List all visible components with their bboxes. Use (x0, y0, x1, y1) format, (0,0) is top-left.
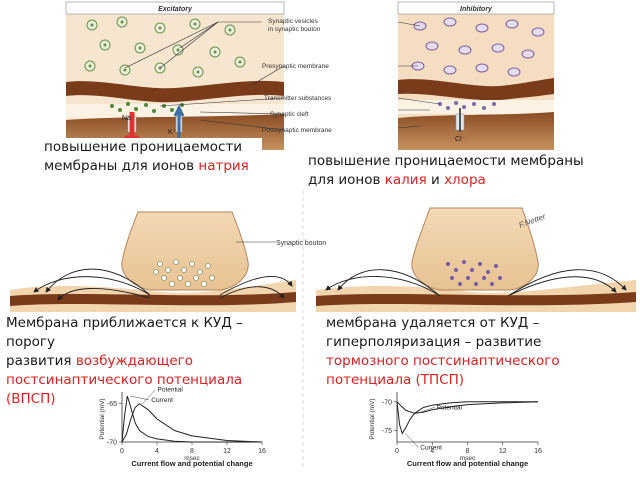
series-line-potential (396, 401, 539, 414)
epsp-caption-line3: развития (6, 353, 76, 369)
vesicles-label-line1: Synaptic vesicles (268, 18, 319, 25)
inhibitory-caption-line1: повышение проницаемости мембраны (308, 153, 584, 169)
series-label-leader (142, 389, 156, 404)
chart-title: Current flow and potential change (407, 459, 528, 468)
synaptic-cleft-label: Synaptic cleft (270, 111, 309, 118)
transmitter-substance (110, 102, 184, 113)
ipsp-caption-line4: потенциала (ТПСП) (326, 372, 465, 388)
chart-title: Current flow and potential change (131, 459, 252, 468)
ipsp-caption-line1: мембрана удаляется от КУД – (326, 315, 540, 331)
y-axis-label: Potential (mV) (99, 398, 106, 439)
presynaptic-membrane (66, 80, 284, 103)
and-word: и (426, 172, 445, 188)
ipsp-caption-line2: гиперполяризация – развитие (326, 334, 542, 350)
y-tick-label: -70 (107, 440, 117, 447)
potassium-word: калия (384, 172, 427, 188)
series-line-current (121, 395, 262, 443)
inhibitory-caption-line2: для ионов (308, 172, 385, 188)
x-tick-label: 4 (155, 448, 159, 455)
presynaptic-membrane-label: Presynaptic membrane (262, 63, 329, 70)
cl-ion-label: Cl⁻ (455, 136, 466, 143)
y-tick-label: -70 (382, 399, 392, 406)
series-label-leader (405, 433, 419, 448)
epsp-caption-line4: постсинаптического потенциала (6, 372, 243, 388)
na-ion-label: Na (122, 115, 131, 122)
series-line-potential (121, 403, 263, 443)
x-tick-label: 12 (223, 448, 231, 455)
epsp-caption-line1: Мембрана приближается к КУД – (6, 315, 243, 331)
bouton-shape (121, 211, 249, 291)
x-axis-label: msec (184, 455, 200, 462)
potassium-arrow-icon (173, 104, 185, 140)
postsynaptic-membrane-label: Postsynaptic membrane (262, 127, 332, 134)
series-label-leader (130, 395, 150, 401)
synaptic-bouton-label: Synaptic bouton (276, 240, 326, 247)
inhibitory-header: Inhibitory (460, 6, 493, 13)
x-tick-label: 16 (258, 448, 266, 455)
series-label: Current (420, 444, 442, 451)
x-tick-label: 12 (499, 448, 507, 455)
epsp-red-word: возбуждающего (75, 353, 194, 369)
x-tick-label: 16 (534, 448, 542, 455)
epsp-caption: Мембрана приближается к КУД – порогу раз… (6, 314, 276, 409)
chloride-word: хлора (444, 172, 486, 188)
x-tick-label: 0 (395, 448, 399, 455)
series-label: Potential (437, 404, 463, 411)
x-tick-label: 4 (430, 448, 434, 455)
x-tick-label: 8 (190, 448, 194, 455)
structure-labels: Synaptic vesicles in synaptic bouton Pre… (262, 18, 332, 134)
x-axis-label: msec (460, 455, 476, 462)
excitatory-caption-line2: мембраны для ионов (44, 158, 199, 174)
ipsp-caption-line3: тормозного постсинаптического (326, 353, 560, 369)
excitatory-bouton (10, 211, 296, 312)
k-ion-label: K⁺ (168, 129, 177, 136)
inhibitory-synapse-panel: Inhibitory Cl⁻ (397, 1, 555, 150)
series-label-leader (417, 407, 435, 414)
y-tick-label: -75 (382, 428, 392, 435)
inhibitory-bouton (316, 207, 636, 312)
excitatory-caption: повышение проницаемости мембраны для ион… (44, 138, 262, 176)
epsp-caption-line2: порогу (6, 334, 55, 350)
sodium-word: натрия (198, 158, 249, 174)
y-axis-label: Potential (mV) (369, 398, 376, 439)
series-label: Potential (158, 387, 184, 394)
excitatory-synapse-panel: Excitatory (65, 1, 285, 151)
excitatory-caption-line1: повышение проницаемости (44, 139, 243, 155)
inhibitory-caption: повышение проницаемости мембраны для ион… (308, 152, 608, 190)
excitatory-header: Excitatory (158, 6, 193, 13)
transmitter-label: Transmitter substances (264, 95, 332, 102)
vesicles-label-line2: in synaptic bouton (268, 26, 321, 33)
x-tick-label: 0 (120, 448, 124, 455)
series-label: Current (151, 397, 173, 404)
y-tick-label: -65 (107, 401, 117, 408)
x-tick-label: 8 (466, 448, 470, 455)
ipsp-caption: мембрана удаляется от КУД – гиперполяриз… (326, 314, 566, 390)
epsp-caption-line5: (ВПСП) (6, 391, 56, 407)
series-line-current (396, 401, 538, 435)
